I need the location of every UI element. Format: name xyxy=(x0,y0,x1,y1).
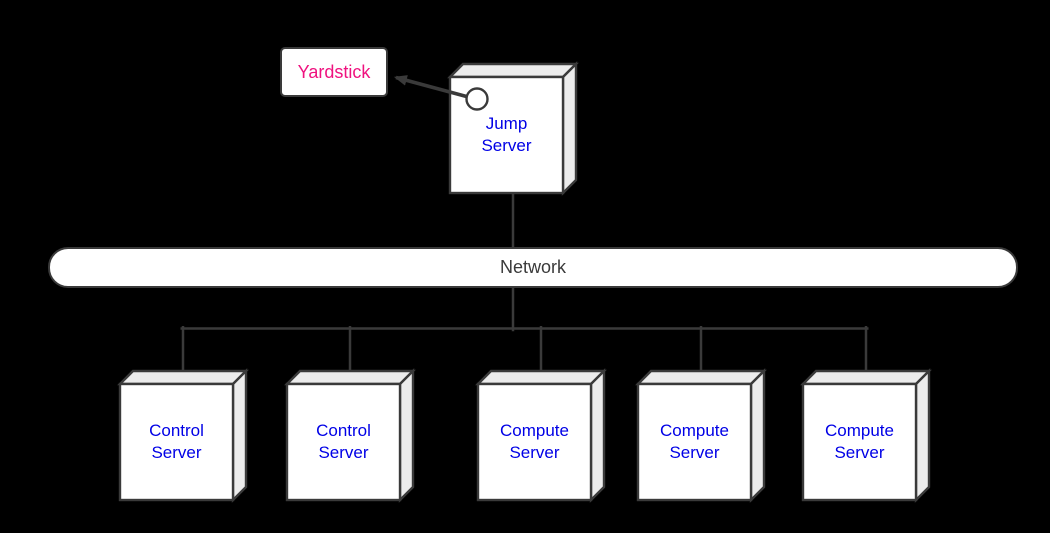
server-3d-box-icon xyxy=(475,368,607,503)
yardstick-label: Yardstick xyxy=(297,61,371,82)
server-3d-box-icon xyxy=(284,368,416,503)
yardstick-note: Yardstick xyxy=(280,47,388,97)
server-3d-box-icon xyxy=(447,61,579,196)
node-control-server-2: Control Server xyxy=(284,368,416,503)
port-circle-icon xyxy=(465,87,489,111)
server-label: Compute Server xyxy=(500,421,569,462)
jump-server-label: Jump Server xyxy=(481,114,532,155)
node-compute-server-2: Compute Server xyxy=(635,368,767,503)
node-compute-server-1: Compute Server xyxy=(475,368,607,503)
node-jump-server: Jump Server xyxy=(447,61,579,196)
server-label: Compute Server xyxy=(660,421,729,462)
network-bus: Network xyxy=(48,247,1018,288)
server-3d-box-icon xyxy=(635,368,767,503)
node-control-server-1: Control Server xyxy=(117,368,249,503)
network-label: Network xyxy=(499,257,566,277)
server-label: Control Server xyxy=(316,421,371,462)
server-label: Control Server xyxy=(149,421,204,462)
server-3d-box-icon xyxy=(117,368,249,503)
node-compute-server-3: Compute Server xyxy=(800,368,932,503)
server-3d-box-icon xyxy=(800,368,932,503)
server-label: Compute Server xyxy=(825,421,894,462)
